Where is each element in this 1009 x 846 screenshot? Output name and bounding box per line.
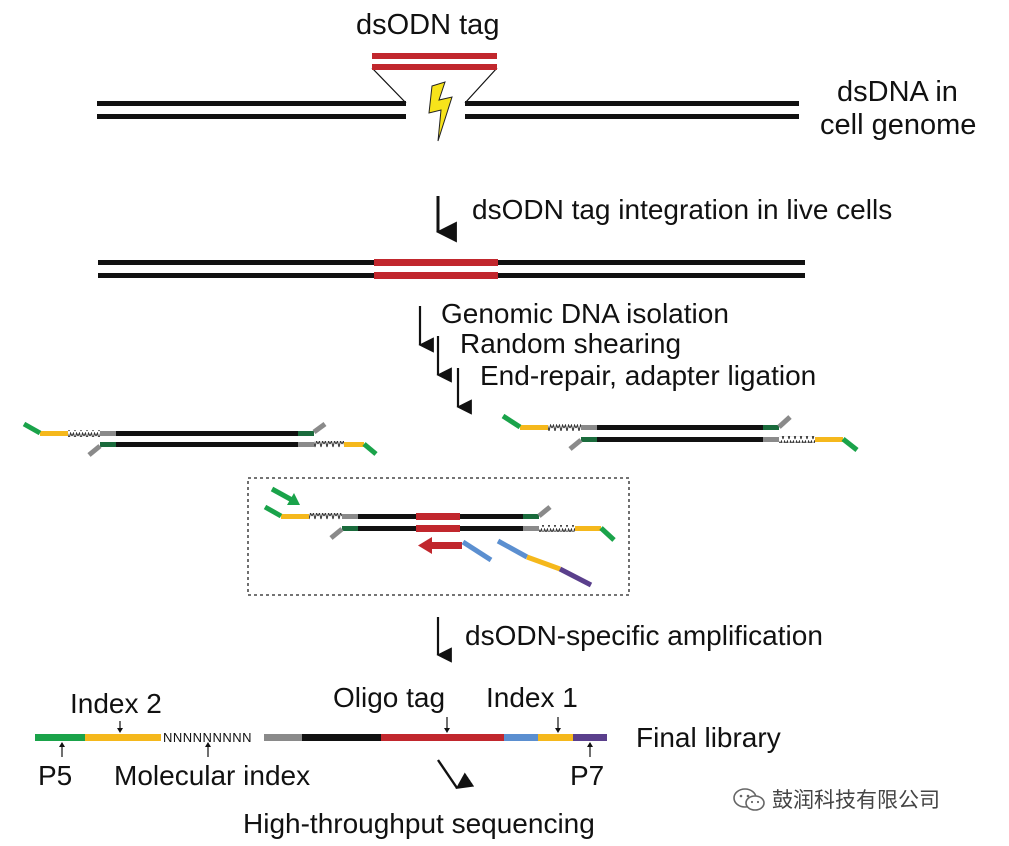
- primer-index1-blue: [461, 539, 493, 563]
- library-pointer-arrows: [59, 717, 593, 757]
- dsodn-tag-strands: [372, 53, 497, 70]
- step-shearing-label: Random shearing: [460, 328, 682, 359]
- index2-label: Index 2: [70, 688, 162, 719]
- arrow-sequencing: [437, 759, 475, 789]
- genome-broken-dsdna: [97, 67, 799, 119]
- primer-tag-specific-red-arrow: [418, 537, 462, 554]
- dsodn-tag-label: dsODN tag: [356, 9, 500, 41]
- dsdna-label-line1: dsDNA in: [837, 76, 958, 108]
- watermark: 鼓润科技有限公司: [732, 787, 940, 813]
- index1-label: Index 1: [486, 682, 578, 713]
- tagged-fragment: [263, 504, 616, 542]
- amplification-dashed-box: [247, 477, 630, 596]
- genome-integrated-dsdna: [98, 259, 805, 279]
- wechat-icon: [733, 788, 765, 811]
- p7-label: P7: [570, 760, 605, 791]
- final-library-bar: [35, 734, 607, 741]
- molecular-index-label: Molecular index: [114, 760, 311, 791]
- fragment-right: [501, 413, 859, 452]
- sequencing-label: High-throughput sequencing: [243, 808, 595, 839]
- step-repair-label: End-repair, adapter ligation: [480, 360, 817, 391]
- oligo-tag-label: Oligo tag: [333, 682, 446, 713]
- step-amplification-label: dsODN-specific amplification: [465, 620, 823, 651]
- primer-index1-p7-adapter: [496, 538, 593, 588]
- step-isolation-label: Genomic DNA isolation: [441, 298, 729, 329]
- fragment-left: [22, 421, 378, 457]
- primer-p5-green-arrow: [270, 486, 300, 505]
- umi-sequence-label: NNNNNNNNN: [163, 730, 252, 745]
- lightning-icon: [428, 81, 453, 142]
- final-library-label: Final library: [636, 722, 781, 753]
- dsdna-label-line2: cell genome: [820, 109, 977, 141]
- step-integration-label: dsODN tag integration in live cells: [472, 194, 893, 225]
- watermark-text: 鼓润科技有限公司: [772, 788, 940, 812]
- p5-label: P5: [38, 760, 73, 791]
